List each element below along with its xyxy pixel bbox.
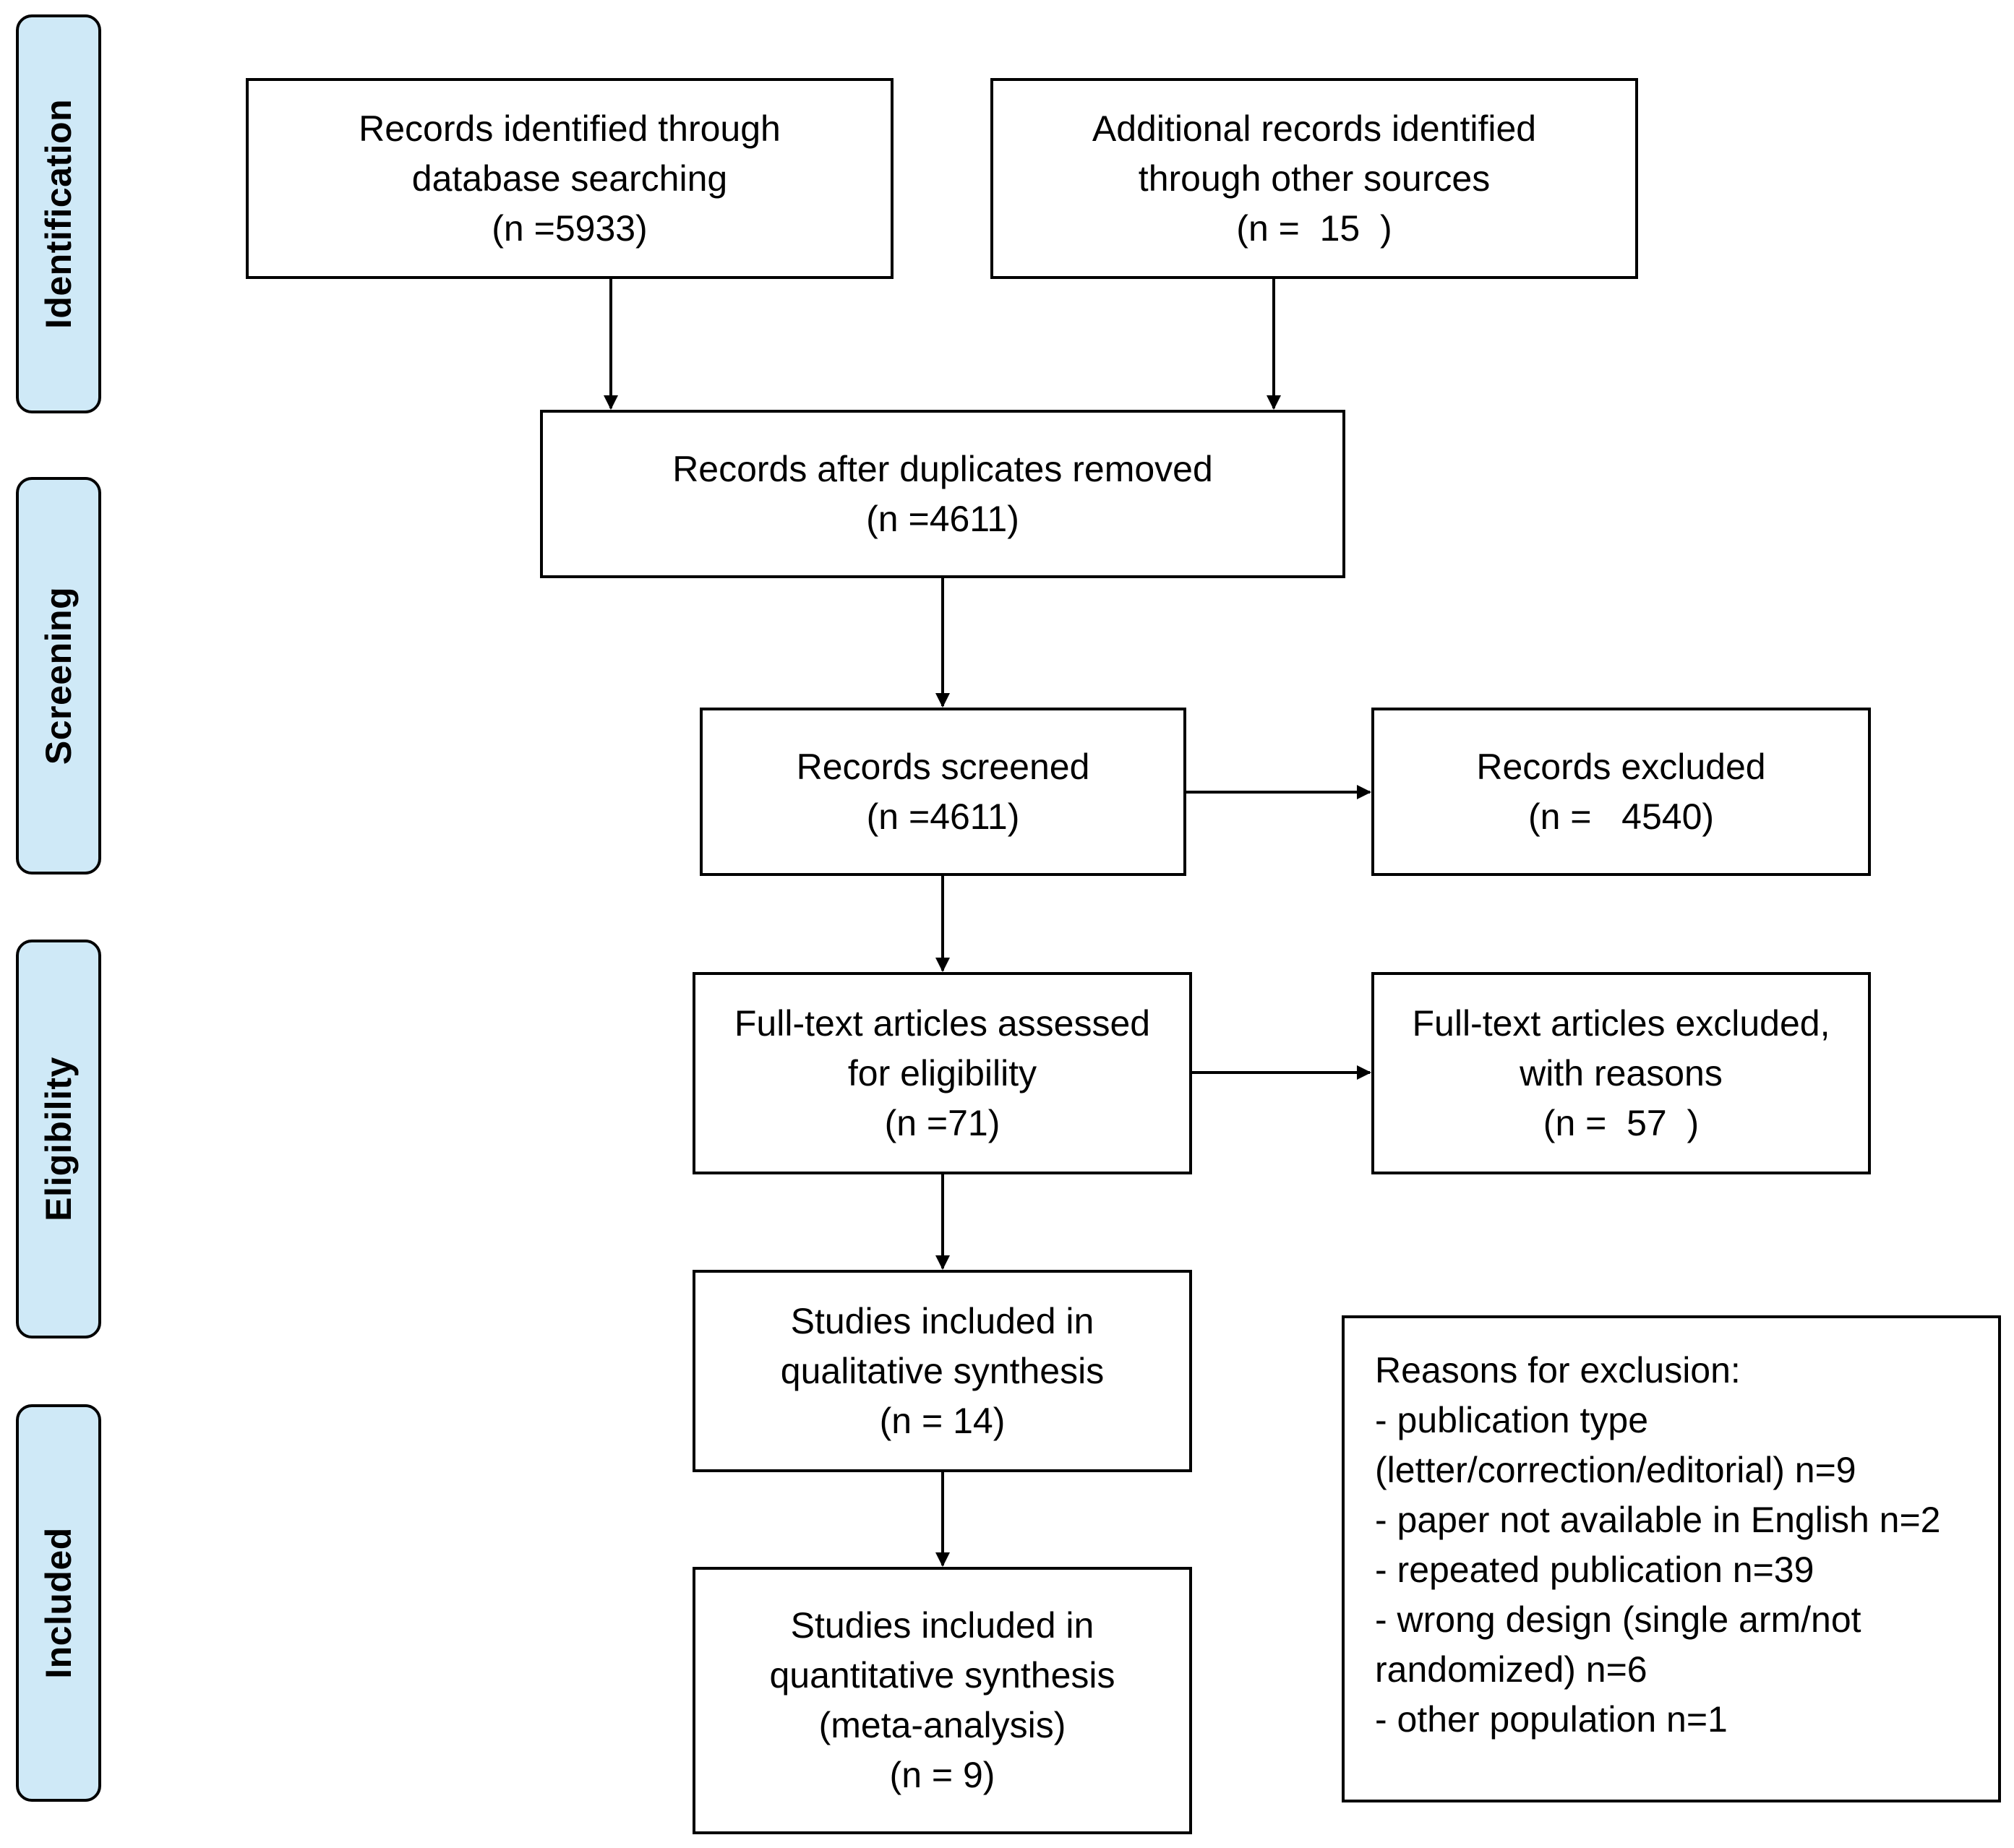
box-excluded-line1: Records excluded [1476,746,1766,787]
reason-line: - wrong design (single arm/not [1375,1599,1861,1640]
box-screened-count: (n =4611) [866,796,1020,837]
box-database-count: (n =5933) [492,207,648,249]
box-qualitative-line2: qualitative synthesis [780,1350,1105,1391]
box-fulltext-assessed-count: (n =71) [884,1102,1000,1143]
box-records-screened: Records screened (n =4611) [700,708,1186,876]
reason-line: - other population n=1 [1375,1699,1728,1740]
box-fulltext-assessed: Full-text articles assessed for eligibil… [693,972,1192,1174]
reason-line: - repeated publication n=39 [1375,1550,1814,1590]
box-fulltext-excluded: Full-text articles excluded, with reason… [1371,972,1871,1174]
box-duplicates-line1: Records after duplicates removed [672,448,1213,489]
box-duplicates-removed: Records after duplicates removed (n =461… [540,410,1345,578]
box-qualitative-count: (n = 14) [879,1400,1006,1441]
box-fulltext-excluded-count: (n = 57 ) [1543,1102,1700,1143]
box-fulltext-excluded-line2: with reasons [1520,1052,1723,1093]
reason-line: (letter/correction/editorial) n=9 [1375,1450,1856,1490]
box-quantitative-line2: quantitative synthesis [769,1655,1115,1696]
phase-eligibility: Eligibility [16,940,101,1338]
box-duplicates-count: (n =4611) [866,498,1019,539]
box-database-line2: database searching [411,158,728,199]
box-database-records: Records identified through database sear… [246,78,894,279]
phase-screening: Screening [16,477,101,874]
box-other-sources-line1: Additional records identified [1092,108,1537,149]
reason-line: - paper not available in English n=2 [1375,1500,1941,1540]
box-excluded-count: (n = 4540) [1527,796,1715,837]
box-qualitative-synthesis: Studies included in qualitative synthesi… [693,1270,1192,1472]
box-reasons-for-exclusion: Reasons for exclusion: - publication typ… [1342,1315,2001,1802]
box-quantitative-line1: Studies included in [790,1605,1094,1646]
box-screened-line1: Records screened [796,746,1090,787]
box-other-sources: Additional records identified through ot… [990,78,1638,279]
box-quantitative-synthesis: Studies included in quantitative synthes… [693,1567,1192,1834]
box-qualitative-line1: Studies included in [790,1300,1094,1341]
box-quantitative-count: (n = 9) [889,1755,995,1795]
reason-line: randomized) n=6 [1375,1649,1647,1690]
reasons-title: Reasons for exclusion: [1375,1350,1741,1391]
box-fulltext-assessed-line1: Full-text articles assessed [734,1002,1151,1044]
box-database-line1: Records identified through [359,108,781,149]
phase-identification: Identification [16,14,101,413]
box-other-sources-count: (n = 15 ) [1236,207,1392,249]
box-fulltext-excluded-line1: Full-text articles excluded, [1412,1002,1830,1044]
box-fulltext-assessed-line2: for eligibility [847,1052,1037,1093]
box-other-sources-line2: through other sources [1138,158,1491,199]
box-quantitative-line3: (meta-analysis) [818,1705,1066,1745]
phase-included: Included [16,1404,101,1802]
reason-line: - publication type [1375,1400,1649,1440]
box-records-excluded: Records excluded (n = 4540) [1371,708,1871,876]
